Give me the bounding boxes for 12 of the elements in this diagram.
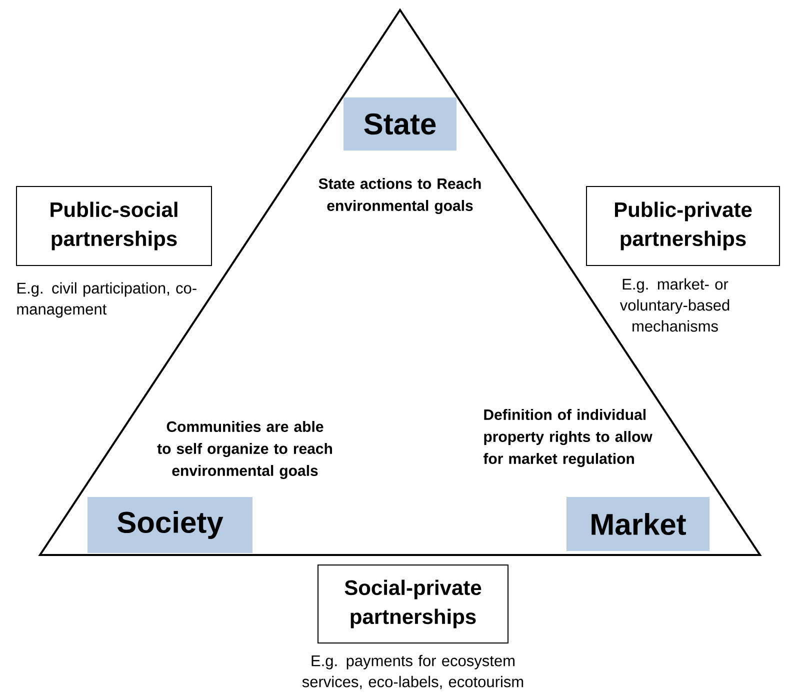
label-box: Society: [88, 497, 252, 553]
label-box: State: [344, 98, 456, 150]
example-text: E.g. payments for ecosystem services, eco-labels, ecotourism: [302, 654, 524, 690]
description-text: Communities are able to self organize to reach environmental goals: [157, 420, 332, 480]
partnership-box: Social-private partnerships: [318, 564, 508, 644]
partnership-box: Public-private partnerships: [586, 186, 780, 266]
example-text: E.g. market- or voluntary-based mechanisms: [620, 278, 730, 332]
description-text: State actions to Reach environmental goals: [318, 178, 481, 214]
example-text: E.g. civil participation, co-management: [17, 282, 196, 318]
partnership-box: Public-social partnerships: [16, 186, 212, 266]
label-box: Market: [566, 497, 710, 551]
description-text: Definition of individual property rights to allow for market regulation: [483, 408, 652, 468]
